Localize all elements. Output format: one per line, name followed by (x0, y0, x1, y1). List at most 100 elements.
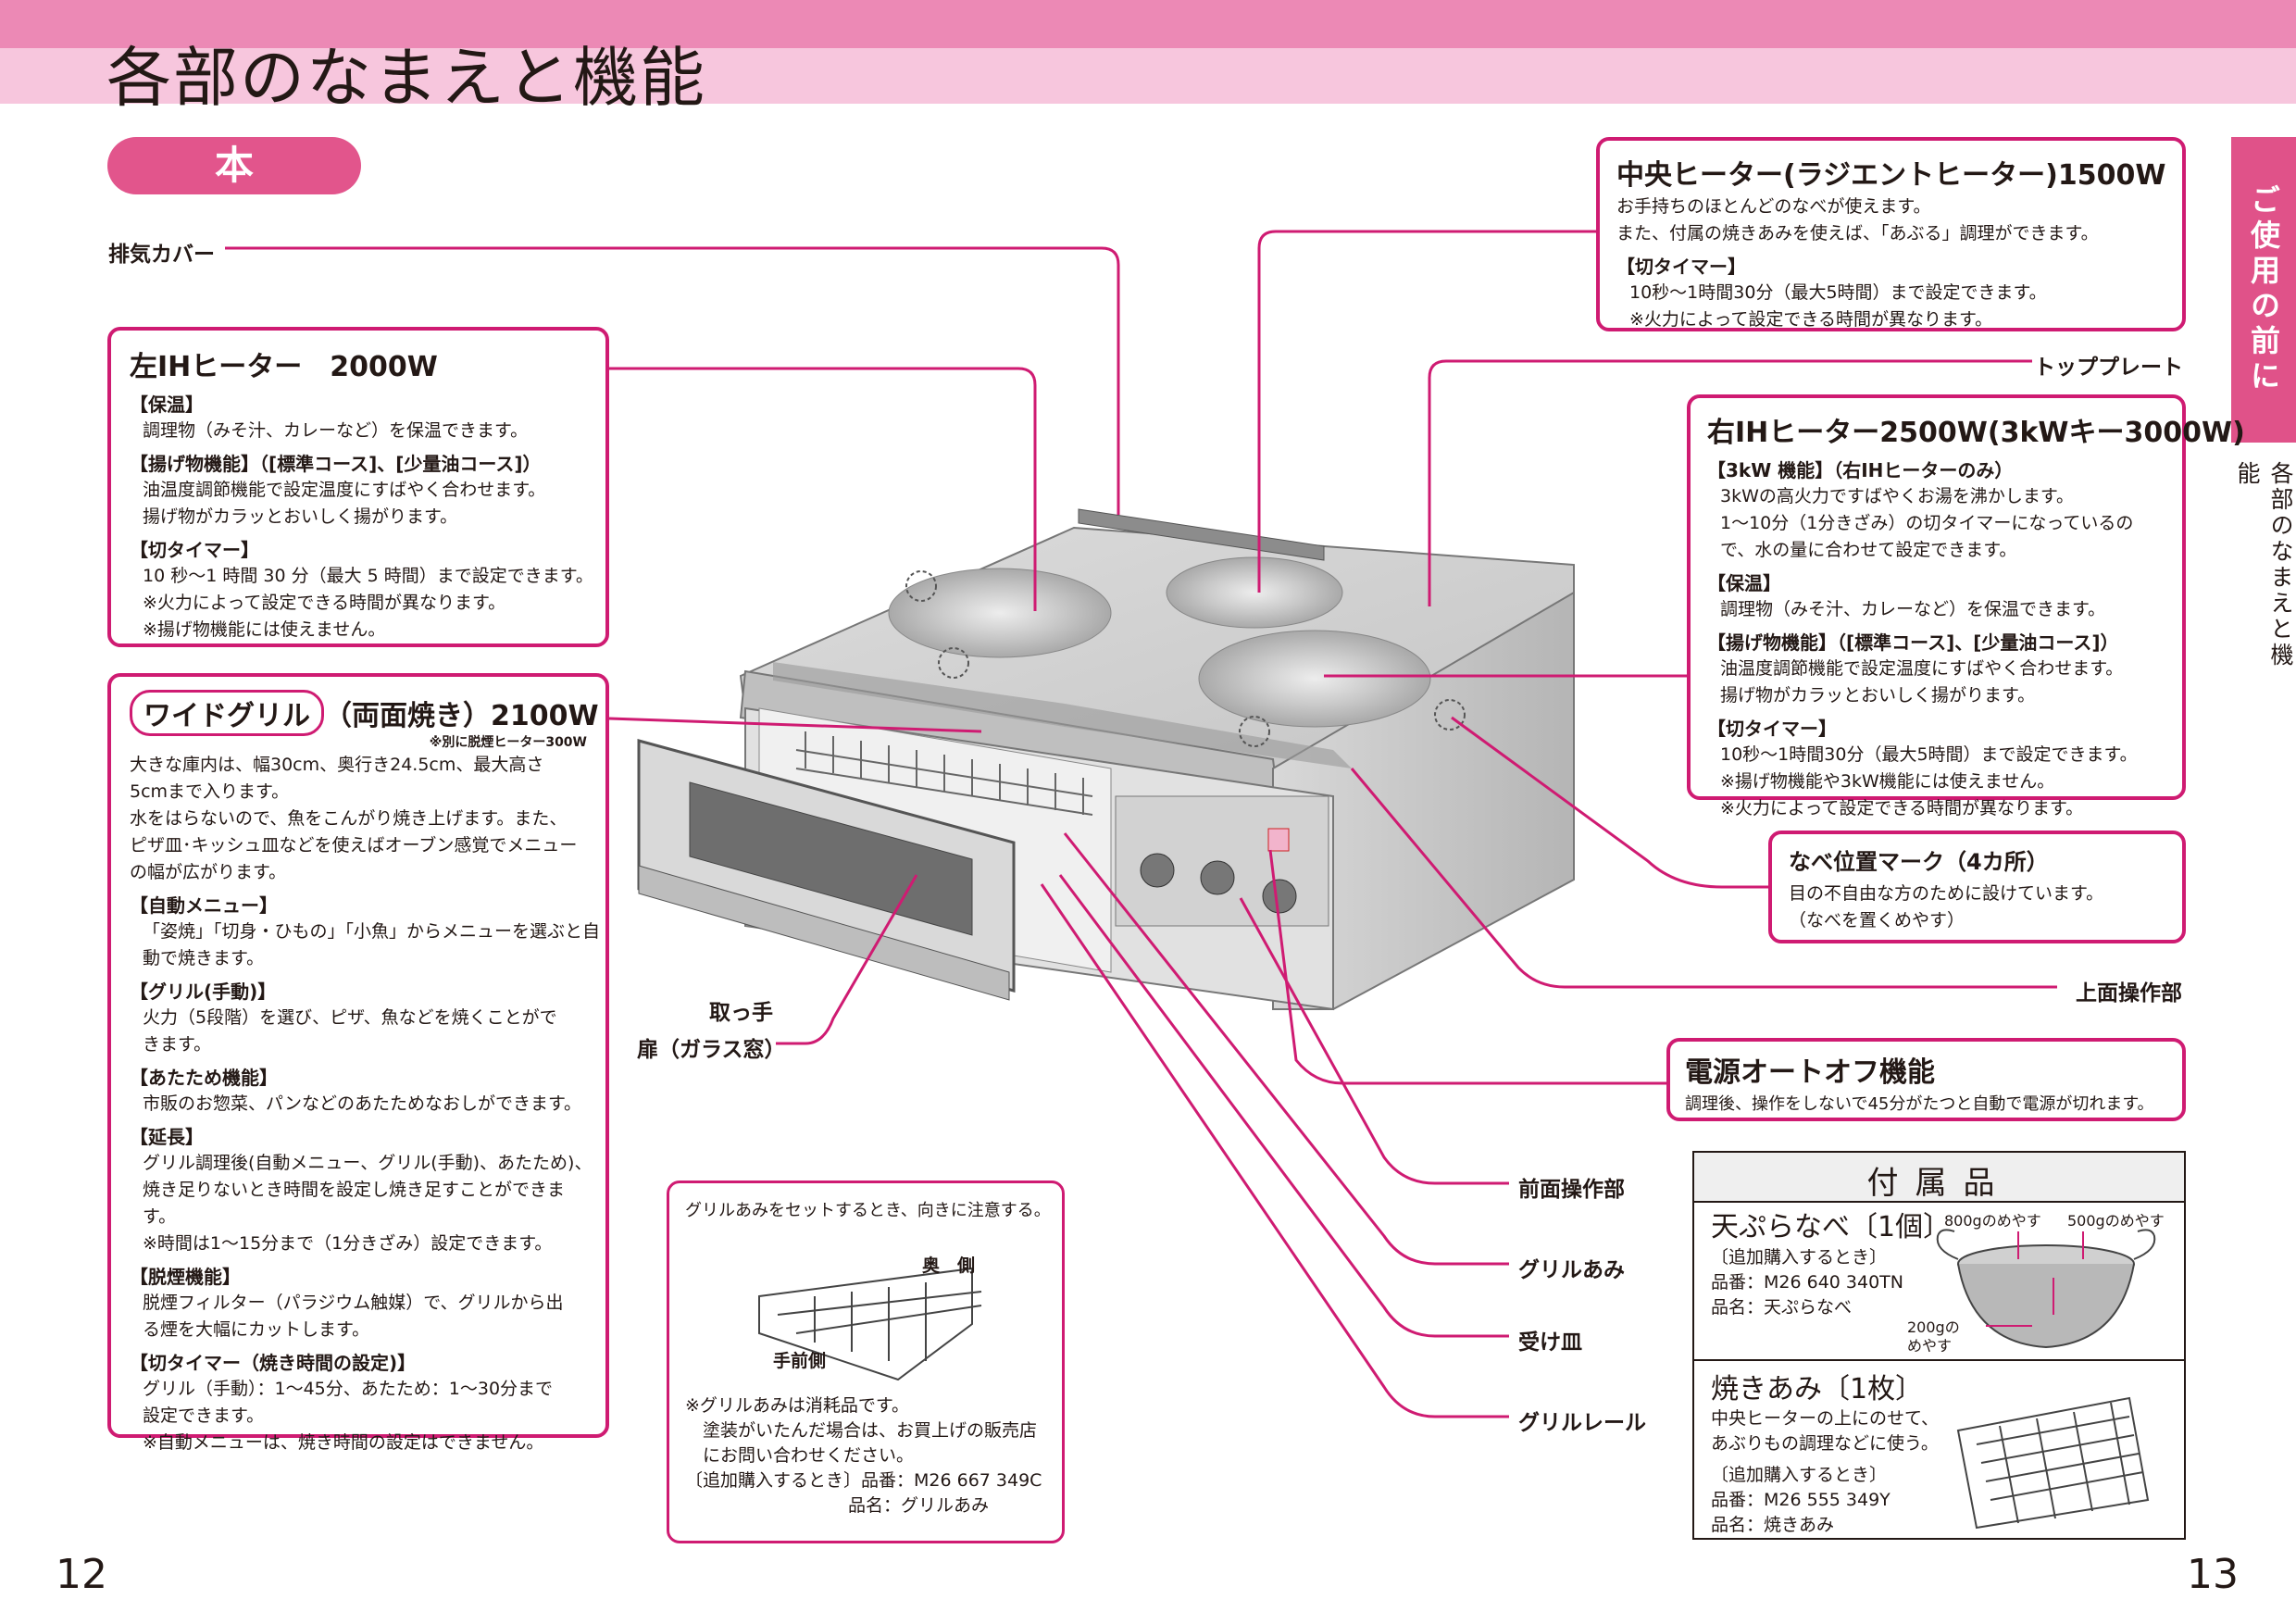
grill-door-glass (689, 781, 973, 936)
page-number-left: 12 (56, 1551, 107, 1598)
wide-grill-title-note: ※別に脱煙ヒーター300W (429, 735, 587, 750)
wide-grill-sec-head: 【脱煙機能】 (130, 1266, 241, 1288)
wide-grill-intro: 大きな庫内は、幅30cm、奥行き24.5cm、最大高さ (130, 755, 544, 775)
center-heater-line: また、付属の焼きあみを使えば、「あぶる」調理ができます。 (1616, 223, 2099, 244)
label-grill-rail: グリルレール (1518, 1411, 1646, 1435)
label-top-control: 上面操作部 (2076, 981, 2182, 1006)
right-ih-line: 3kWの高火力ですばやくお湯を沸かします。 (1720, 486, 2074, 506)
wide-grill-sec-head: 【切タイマー（焼き時間の設定)】 (130, 1352, 417, 1374)
accessories-divider (1694, 1359, 2184, 1361)
grill-note-front: 手前側 (773, 1351, 827, 1371)
knob-2 (1200, 860, 1235, 895)
grill-rack (795, 731, 1093, 816)
center-heater-sec-head: 【切タイマー】 (1616, 256, 1746, 278)
exhaust-vent (1078, 508, 1325, 561)
wide-grill-line: 焼き足りないとき時間を設定し焼き足すことができま (143, 1180, 566, 1200)
auto-off-box: 電源オートオフ機能 調理後、操作をしないで45分がたつと自動で電源が切れます。 (1666, 1038, 2186, 1121)
pan-mark-box: なべ位置マーク（4カ所） 目の不自由な方のために設けています。 （なべを置くめや… (1768, 831, 2186, 943)
pan-mark-title: なべ位置マーク（4カ所） (1789, 849, 2049, 875)
label-handle: 取っ手 (709, 1001, 773, 1025)
tempura-pan-illustration (1936, 1229, 2156, 1349)
left-ih-sec1-head: 【揚げ物機能】（[標準コース]、[少量油コース]） (130, 453, 542, 475)
wide-grill-intro: 5cmまで入ります。 (130, 781, 290, 802)
right-ih-line: 油温度調節機能で設定温度にすばやく合わせます。 (1720, 658, 2124, 679)
right-ih-title: 右IHヒーター2500W(3kWキー3000W) (1707, 417, 2245, 449)
tempura-mark-200a: 200gの (1907, 1318, 1960, 1336)
label-top-plate: トッププレート (2034, 356, 2183, 380)
left-ih-sec2-head: 【切タイマー】 (130, 539, 259, 561)
wide-grill-title: （両面焼き）2100W (324, 700, 599, 732)
wide-grill-intro: の幅が広がります。 (130, 862, 287, 882)
grill-note-caption: グリルあみをセットするとき、向きに注意する。 (685, 1201, 1051, 1220)
accessories-box (1692, 1151, 2186, 1540)
left-ih-burner (888, 568, 1112, 658)
yakiami-illustration (1956, 1396, 2150, 1530)
page-number-right: 13 (2187, 1551, 2239, 1598)
wide-grill-line: グリル（手動）：1〜45分、あたため：1〜30分まで (143, 1379, 554, 1399)
right-ih-sec-head: 【保温】 (1707, 572, 1781, 594)
wide-grill-line: る煙を大幅にカットします。 (143, 1319, 370, 1340)
grill-note-line: ※グリルあみは消耗品です。 (685, 1395, 910, 1416)
left-ih-title: 左IHヒーター 2000W (130, 351, 438, 383)
left-ih-line: 調理物（みそ汁、カレーなど）を保温できます。 (143, 420, 529, 441)
power-button (1267, 828, 1290, 852)
center-heater-title: 中央ヒーター(ラジエントヒーター)1500W (1616, 159, 2166, 192)
wide-grill-sec-head: 【延長】 (130, 1126, 204, 1148)
left-ih-line: ※火力によって設定できる時間が異なります。 (143, 593, 506, 613)
label-front-control: 前面操作部 (1518, 1178, 1625, 1202)
grill-note-line: 塗装がいたんだ場合は、お買上げの販売店 (685, 1420, 1038, 1441)
tempura-mark-800: 800gのめやす (1944, 1212, 2041, 1230)
wide-grill-line: す。 (143, 1206, 177, 1227)
section-pill: 本 体 (107, 137, 361, 245)
label-drip-tray: 受け皿 (1518, 1330, 1582, 1355)
wide-grill-line: 脱煙フィルター（パラジウム触媒）で、グリルから出 (143, 1293, 564, 1313)
header-band-bottom (0, 48, 2296, 104)
yakiami-line: 品名：焼きあみ (1711, 1515, 1835, 1535)
grill-note-name: 品名：グリルあみ (848, 1495, 990, 1516)
pan-mark-line: （なべを置くめやす） (1789, 910, 1965, 931)
wide-grill-line: 市販のお惣菜、パンなどのあたためなおしができます。 (143, 1093, 582, 1114)
label-grill-net: グリルあみ (1518, 1258, 1625, 1282)
wide-grill-line: ※自動メニューは、焼き時間の設定はできません。 (143, 1432, 544, 1453)
auto-off-title: 電源オートオフ機能 (1685, 1056, 1935, 1089)
label-door: 扉（ガラス窓） (637, 1038, 786, 1062)
wide-grill-box: ワイドグリル（両面焼き）2100W ※別に脱煙ヒーター300W 大きな庫内は、幅… (107, 673, 609, 1453)
right-ih-burner (1198, 630, 1431, 728)
top-control-panel (773, 662, 1352, 768)
wide-grill-line: 動で焼きます。 (143, 948, 265, 968)
center-heater-line: 10秒〜1時間30分（最大5時間）まで設定できます。 (1629, 282, 2047, 303)
right-ih-line: で、水の量に合わせて設定できます。 (1720, 540, 2017, 560)
yakiami-line: 中央ヒーターの上にのせて、 (1711, 1408, 1940, 1429)
tempura-mark-500: 500gのめやす (2067, 1212, 2165, 1230)
leader-lines (225, 230, 2057, 1418)
left-ih-line: 油温度調節機能で設定温度にすばやく合わせます。 (143, 480, 546, 500)
side-tab-active[interactable]: ご使用の前に (2231, 137, 2296, 443)
right-ih-line: ※揚げ物機能や3kW機能には使えません。 (1720, 771, 2055, 792)
right-ih-sec-head: 【3kW 機能】（右IHヒーターのみ） (1707, 459, 2014, 481)
center-heater-line: ※火力によって設定できる時間が異なります。 (1629, 309, 1993, 330)
header-band-top (0, 0, 2296, 48)
yakiami-line: 品番：M26 555 349Y (1711, 1490, 1890, 1510)
right-ih-line: 揚げ物がカラッとおいしく揚がります。 (1720, 685, 2036, 706)
tempura-line: 品番：M26 640 340TN (1711, 1272, 1903, 1293)
tempura-mark-200b: めやす (1907, 1337, 1953, 1355)
side-tab-sub: 各部のなまえと機能 (2234, 461, 2294, 668)
wide-grill-sec-head: 【あたため機能】 (130, 1067, 278, 1089)
left-ih-box: 左IHヒーター 2000W 【保温】 調理物（みそ汁、カレーなど）を保温できます… (107, 327, 609, 647)
right-ih-line: 1〜10分（1分きざみ）の切タイマーになっているの (1720, 513, 2134, 533)
right-ih-sec-head: 【揚げ物機能】（[標準コース]、[少量油コース]） (1707, 631, 2119, 654)
auto-off-line: 調理後、操作をしないで45分がたつと自動で電源が切れます。 (1685, 1094, 2154, 1114)
wide-grill-sec-head: 【自動メニュー】 (130, 894, 278, 917)
pan-mark-line: 目の不自由な方のために設けています。 (1789, 883, 2104, 904)
center-heater-box: 中央ヒーター(ラジエントヒーター)1500W お手持ちのほとんどのなべが使えます… (1596, 137, 2186, 331)
right-ih-sec-head: 【切タイマー】 (1707, 718, 1837, 740)
grill-net-sketch (758, 1267, 982, 1381)
page-title: 各部のなまえと機能 (106, 40, 706, 116)
left-ih-sec0-head: 【保温】 (130, 394, 204, 416)
grill-note-line: にお問い合わせください。 (685, 1445, 915, 1466)
wide-grill-intro: ピザ皿･キッシュ皿などを使えばオーブン感覚でメニュー (130, 835, 578, 856)
tempura-line: 〔追加購入するとき〕 (1711, 1247, 1888, 1268)
wide-grill-line: 「姿焼」「切身・ひもの」「小魚」からメニューを選ぶと自 (143, 921, 601, 942)
accessories-header-bg (1694, 1153, 2184, 1203)
